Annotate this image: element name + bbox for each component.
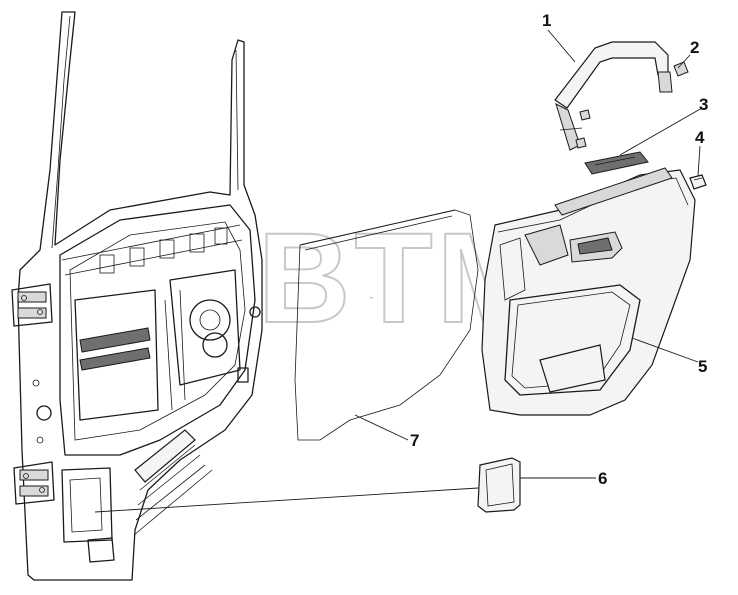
- leader-6b: [94, 487, 479, 513]
- leader-5: [631, 337, 699, 363]
- leader-2: [677, 54, 691, 69]
- part-3-switch-bezel: [584, 151, 649, 175]
- callout-labels: 1 2 3 4 5 6 7: [410, 11, 708, 488]
- callout-5: 5: [698, 357, 707, 376]
- lower-hinge: [13, 461, 55, 505]
- leader-4: [697, 145, 701, 177]
- callout-1: 1: [542, 11, 551, 30]
- leader-1: [547, 29, 576, 63]
- leader-shield-top: [299, 209, 456, 246]
- part-1-grab-handle: [554, 41, 673, 151]
- part-7-water-shield: -: [294, 209, 479, 441]
- upper-hinge: [11, 283, 53, 327]
- part-6-access-cover: [477, 457, 521, 513]
- leader-lines: [94, 29, 703, 513]
- part-4-plug-cap: [689, 174, 707, 190]
- callout-7: 7: [410, 431, 419, 450]
- door-frame: [11, 11, 263, 581]
- callout-4: 4: [695, 128, 705, 147]
- leader-7: [354, 414, 409, 441]
- shield-mark: -: [370, 293, 373, 302]
- part-2-screws: [575, 61, 689, 149]
- part-5-door-trim-panel: [481, 167, 696, 416]
- callout-2: 2: [690, 38, 699, 57]
- callout-3: 3: [699, 95, 708, 114]
- leader-3: [619, 107, 703, 156]
- callout-6: 6: [598, 469, 607, 488]
